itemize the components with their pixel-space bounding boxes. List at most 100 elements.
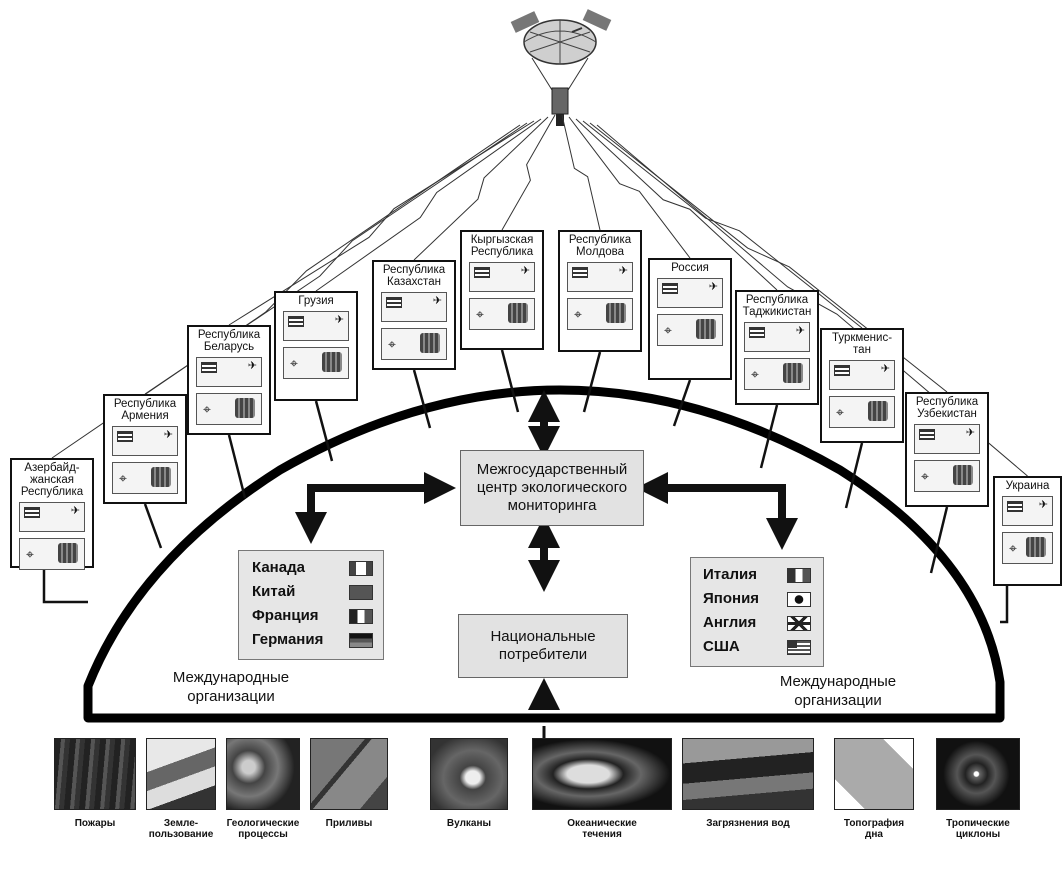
intl-countries-left: Канада Китай Франция Германия [238,550,384,660]
aircraft-icon: ✈ [1038,499,1048,511]
intl-country-name: Китай [252,583,296,600]
intl-countries-right: Италия Япония Англия США [690,557,824,667]
intl-country-name: Италия [703,566,757,583]
country-connector-line [1000,586,1009,624]
equipment-icon [606,303,626,323]
phenomenon-label: Пожары [74,818,116,829]
phenomenon-photo [226,738,300,810]
flag-icon [1007,501,1023,512]
flag-icon [834,365,850,376]
country-map-thumbnail: ✈ [112,426,178,456]
phenomenon-label: Земле- пользование [148,818,214,840]
phenomenon-label: Топография дна [843,818,905,840]
antenna-dish-icon: ⌖ [476,306,484,322]
country-node: Республика Казахстан ✈ ⌖ [372,260,456,370]
country-node: Россия✈⌖ [648,258,732,380]
intl-row: Англия [691,612,823,634]
country-map-thumbnail: ✈ [19,502,85,532]
antenna-dish-icon: ⌖ [1009,540,1017,556]
flag-icon [919,429,935,440]
intl-country-name: Канада [252,559,305,576]
country-station-thumbnail: ⌖ [196,393,262,425]
antenna-dish-icon: ⌖ [203,401,211,417]
country-connector-line [672,379,692,427]
country-station-thumbnail: ⌖ [657,314,723,346]
country-map-thumbnail: ✈ [381,292,447,322]
flag-icon [24,507,40,518]
country-name: Грузия [298,295,334,307]
intl-organizations-label-left: Международные организации [172,669,290,705]
flag-icon [288,316,304,327]
dome-outline [83,385,1005,723]
country-connector-line [314,400,334,462]
country-name: Республика Таджикистан [742,294,812,318]
antenna-dish-icon: ⌖ [388,336,396,352]
country-connector-line [42,568,88,604]
phenomenon-photo [146,738,216,810]
aircraft-icon: ✈ [520,265,530,277]
country-node: Грузия✈⌖ [274,291,358,401]
flag-icon [201,362,217,373]
country-node: Кыргызская Республика ✈ ⌖ [460,230,544,350]
monitoring-center-box: Межгосударственный центр экологического … [460,450,644,526]
country-map-thumbnail: ✈ [469,262,535,292]
japan-flag-icon [787,592,811,607]
equipment-icon [508,303,528,323]
radio-link-line [582,120,863,329]
phenomenon-label: Приливы [325,818,373,829]
country-name: Азербайд- жанская Республика [20,462,84,498]
antenna-dish-icon: ⌖ [921,468,929,484]
intl-row: Канада [239,557,383,579]
country-name: Республика Казахстан [382,264,446,288]
country-node: Республика Беларусь✈⌖ [187,325,271,435]
radio-link-line [315,118,542,292]
country-node: Туркменис- тан✈⌖ [820,328,904,443]
antenna-dish-icon: ⌖ [836,404,844,420]
national-consumers-box: Национальные потребители [458,614,628,678]
country-name: Украина [1005,480,1050,492]
china-flag-icon [349,585,373,600]
equipment-icon [696,319,716,339]
italy-flag-icon [787,568,811,583]
flag-icon [749,327,765,338]
country-node: Республика Молдова✈⌖ [558,230,642,352]
country-station-thumbnail: ⌖ [567,298,633,330]
country-station-thumbnail: ⌖ [112,462,178,494]
intl-country-name: США [703,638,740,655]
france-flag-icon [349,609,373,624]
country-connector-line [929,506,949,574]
country-station-thumbnail: ⌖ [1002,532,1053,564]
country-connector-line [759,404,779,469]
radio-link-line [561,114,601,231]
country-map-thumbnail: ✈ [567,262,633,292]
country-name: Кыргызская Республика [470,234,534,258]
country-map-thumbnail: ✈ [196,357,262,387]
flag-icon [474,267,490,278]
country-name: Россия [671,262,709,274]
flag-icon [662,283,678,294]
country-station-thumbnail: ⌖ [381,328,447,360]
country-map-thumbnail: ✈ [744,322,810,352]
radio-link-line [575,118,778,291]
phenomenon-photo [834,738,914,810]
intl-country-name: Франция [252,607,319,624]
aircraft-icon: ✈ [163,429,173,441]
country-name: Туркменис- тан [831,332,893,356]
phenomenon-photo [54,738,136,810]
germany-flag-icon [349,633,373,648]
country-connector-line [582,351,602,413]
country-node: Республика Таджикистан ✈ ⌖ [735,290,819,405]
country-connector-line [500,349,520,413]
country-connector-line [412,369,432,429]
antenna-dish-icon: ⌖ [751,366,759,382]
intl-country-name: Япония [703,590,760,607]
equipment-icon [322,352,342,372]
radio-link-line [501,114,556,231]
country-map-thumbnail: ✈ [914,424,980,454]
country-station-thumbnail: ⌖ [469,298,535,330]
uk-flag-icon [787,616,811,631]
aircraft-icon: ✈ [795,325,805,337]
country-connector-line [227,434,247,499]
country-node: Республика Армения✈⌖ [103,394,187,504]
equipment-icon [953,465,973,485]
